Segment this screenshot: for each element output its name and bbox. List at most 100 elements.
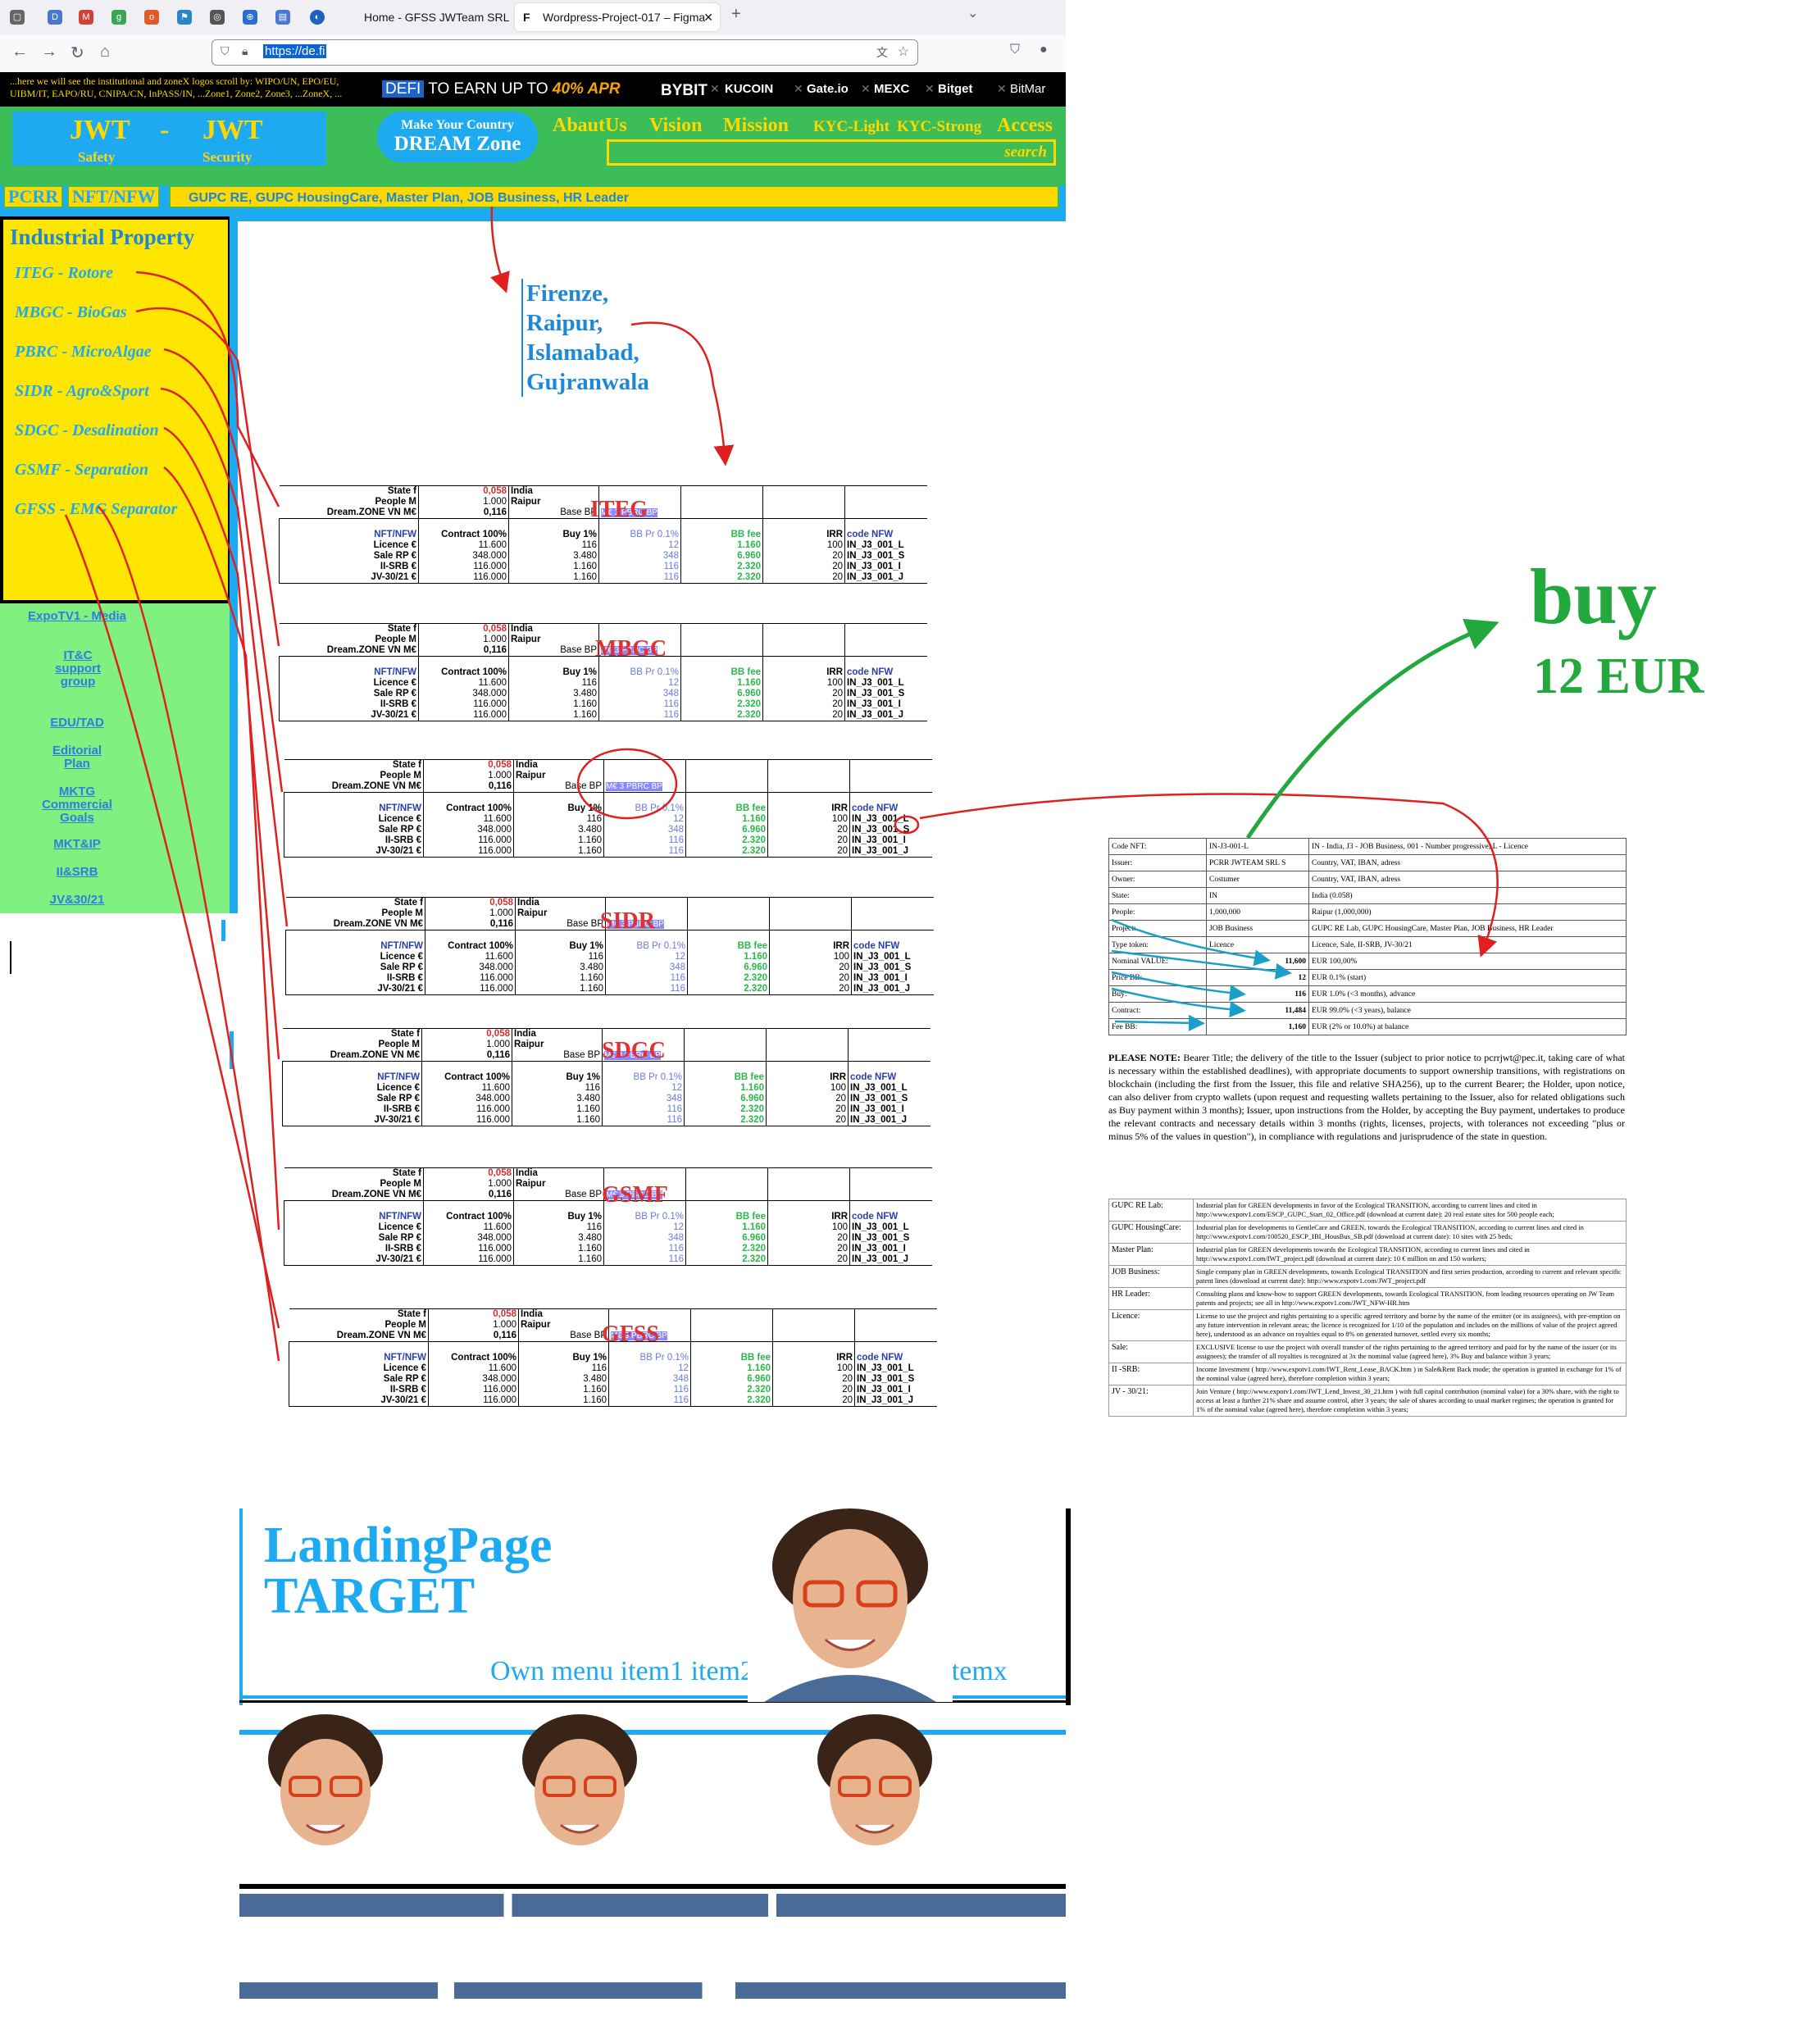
table-cell: IN_J3_001_S bbox=[844, 551, 927, 562]
menu-kyc-strong[interactable]: KYC-Strong bbox=[897, 118, 982, 135]
search-input[interactable]: search bbox=[607, 139, 1056, 166]
base-bp-label: Base BP bbox=[513, 1190, 604, 1201]
close-tab-icon[interactable]: ✕ bbox=[703, 11, 713, 24]
new-tab-button[interactable]: + bbox=[731, 5, 741, 23]
table-cell: PCRR JWTEAM SRL S bbox=[1206, 854, 1309, 871]
sidebar-item-sidr[interactable]: SIDR - Agro&Sport bbox=[15, 382, 149, 400]
table-cell: EUR 100,00% bbox=[1308, 953, 1627, 970]
column-header: Buy 1% bbox=[508, 667, 599, 678]
table-cell: IN_J3_001_S bbox=[851, 962, 934, 973]
menu-abautus[interactable]: AbautUs bbox=[553, 115, 627, 136]
column-header: Buy 1% bbox=[513, 803, 604, 814]
divider bbox=[239, 1700, 1066, 1703]
table-cell: JV-30/21 € bbox=[282, 1115, 422, 1126]
nav-nft-nfw[interactable]: NFT/NFW bbox=[67, 185, 161, 208]
sidebar-link-edu[interactable]: EDU/TAD bbox=[50, 716, 104, 730]
back-arrow-icon[interactable]: ← bbox=[11, 43, 28, 61]
column-header: NFT/NFW bbox=[279, 530, 419, 540]
table-cell: 12 bbox=[598, 540, 681, 551]
table-cell: 6.960 bbox=[685, 1233, 768, 1244]
table-cell: Owner: bbox=[1108, 871, 1207, 888]
table-cell: 11.600 bbox=[428, 1363, 519, 1374]
sidebar-item-gfss[interactable]: GFSS - EMG Separator bbox=[15, 500, 178, 518]
nav-links[interactable]: GUPC RE, GUPC HousingCare, Master Plan, … bbox=[169, 185, 1059, 208]
table-cell: 2.320 bbox=[687, 973, 770, 984]
menu-access[interactable]: Access bbox=[997, 115, 1053, 136]
landing-title-line2: TARGET bbox=[264, 1568, 475, 1624]
table-cell: IN_J3_001_L bbox=[848, 1083, 930, 1094]
buy-label[interactable]: buy bbox=[1530, 553, 1657, 640]
sidebar-link-mktg[interactable]: MKTG Commercial Goals bbox=[42, 785, 112, 825]
menu-vision[interactable]: Vision bbox=[649, 115, 703, 136]
table-cell: Licence € bbox=[284, 814, 424, 825]
state-value: 0,058 bbox=[421, 1028, 512, 1040]
tab-overview-icon[interactable]: ▢ bbox=[10, 10, 25, 25]
sidebar-link-mkt-ip[interactable]: MKT&IP bbox=[53, 837, 101, 851]
pinned-web-icon[interactable]: ⊕ bbox=[243, 10, 257, 25]
reload-icon[interactable]: ↻ bbox=[71, 44, 84, 62]
sidebar-link-editorial[interactable]: Editorial Plan bbox=[52, 744, 102, 771]
dream-zone-button[interactable]: Make Your Country DREAM Zone bbox=[377, 111, 538, 162]
people-name: Raipur bbox=[513, 1179, 604, 1190]
nav-pcrr[interactable]: PCRR bbox=[3, 185, 64, 208]
list-tabs-chevron-icon[interactable]: ⌄ bbox=[967, 7, 979, 20]
column-header: Buy 1% bbox=[508, 530, 599, 540]
table-cell: IN_J3_001_L bbox=[844, 678, 927, 689]
pinned-circle-icon[interactable]: ◐ bbox=[310, 10, 325, 25]
bookmark-star-icon[interactable]: ☆ bbox=[897, 45, 909, 59]
pinned-tab-icon[interactable]: D bbox=[48, 10, 62, 25]
pocket-icon[interactable]: ⛉ bbox=[1010, 43, 1021, 57]
menu-mission[interactable]: Mission bbox=[723, 115, 789, 136]
table-cell: 20 bbox=[766, 1094, 849, 1104]
table-row: JOB Business:Single company plan in GREE… bbox=[1108, 1265, 1627, 1288]
sidebar-item-sdgc[interactable]: SDGC - Desalination bbox=[15, 421, 159, 439]
gmail-icon[interactable]: M bbox=[79, 10, 93, 25]
table-cell: 2.320 bbox=[685, 1244, 768, 1254]
pinned-green-icon[interactable]: g bbox=[111, 10, 126, 25]
brand-box[interactable]: JWT - JWT Safety Security bbox=[12, 111, 326, 166]
note-text: Bearer Title; the delivery of the title … bbox=[1108, 1052, 1626, 1142]
sidebar-link-ii-srb[interactable]: II&SRB bbox=[56, 865, 98, 879]
sidebar-link-jv[interactable]: JV&30/21 bbox=[49, 893, 105, 907]
translate-icon[interactable]: 文 bbox=[876, 46, 888, 59]
defi-promo[interactable]: DEFI TO EARN UP TO 40% APR bbox=[382, 80, 621, 98]
shield-icon[interactable]: ⛉ bbox=[221, 44, 230, 57]
tab-figma[interactable]: F Wordpress-Project-017 – Figma ✕ bbox=[515, 3, 720, 31]
column-header: IRR bbox=[762, 667, 845, 678]
column-header: IRR bbox=[769, 941, 852, 952]
column-header: BB Pr 0.1% bbox=[598, 667, 681, 678]
table-cell: 1.160 bbox=[515, 984, 606, 995]
tab-home-gfss[interactable]: Home - GFSS JWTeam SRL bbox=[336, 3, 512, 31]
column-header: BB fee bbox=[684, 1072, 767, 1083]
table-cell: Buy: bbox=[1108, 985, 1207, 1003]
search-label: search bbox=[1004, 143, 1047, 161]
account-icon[interactable]: ● bbox=[1040, 43, 1048, 57]
pinned-doc-icon[interactable]: ▤ bbox=[275, 10, 290, 25]
table-cell: Nominal VALUE: bbox=[1108, 953, 1207, 970]
table-cell: 12 bbox=[603, 1222, 686, 1233]
sidebar-item-mbgc[interactable]: MBGC - BioGas bbox=[15, 303, 127, 321]
menu-kyc-light[interactable]: KYC-Light bbox=[813, 118, 890, 135]
table-cell: 116 bbox=[602, 1115, 685, 1126]
sidebar-link-expotv1[interactable]: ExpoTV1 - Media bbox=[27, 609, 127, 623]
sidebar-item-iteg[interactable]: ITEG - Rotore bbox=[15, 264, 113, 282]
table-cell: Contract: bbox=[1108, 1002, 1207, 1019]
url-bar[interactable]: ⛉ 🔒︎ https://de.fi 文 ☆ bbox=[212, 39, 918, 66]
table-cell: 348.000 bbox=[421, 1094, 512, 1104]
promo-text: TO EARN UP TO bbox=[428, 80, 548, 98]
table-cell: 2.320 bbox=[684, 1104, 767, 1115]
url-text[interactable]: https://de.fi bbox=[263, 44, 327, 58]
sidebar-item-gsmf[interactable]: GSMF - Separation bbox=[15, 461, 149, 479]
pinned-flag-icon[interactable]: ⚑ bbox=[177, 10, 192, 25]
sidebar-link-itc[interactable]: IT&C support group bbox=[55, 648, 101, 689]
table-cell: 116.000 bbox=[425, 973, 516, 984]
pinned-globe-icon[interactable]: ◎ bbox=[210, 10, 225, 25]
home-icon[interactable]: ⌂ bbox=[100, 43, 111, 61]
table-row: HR Leader:Consulting plans and know-how … bbox=[1108, 1287, 1627, 1310]
base-bp-label: Base BP bbox=[513, 781, 604, 793]
forward-arrow-icon[interactable]: → bbox=[41, 43, 57, 61]
sidebar-item-pbrc[interactable]: PBRC - MicroAlgae bbox=[15, 343, 152, 361]
lock-icon[interactable]: 🔒︎ bbox=[242, 44, 248, 57]
pinned-orange-icon[interactable]: o bbox=[144, 10, 159, 25]
